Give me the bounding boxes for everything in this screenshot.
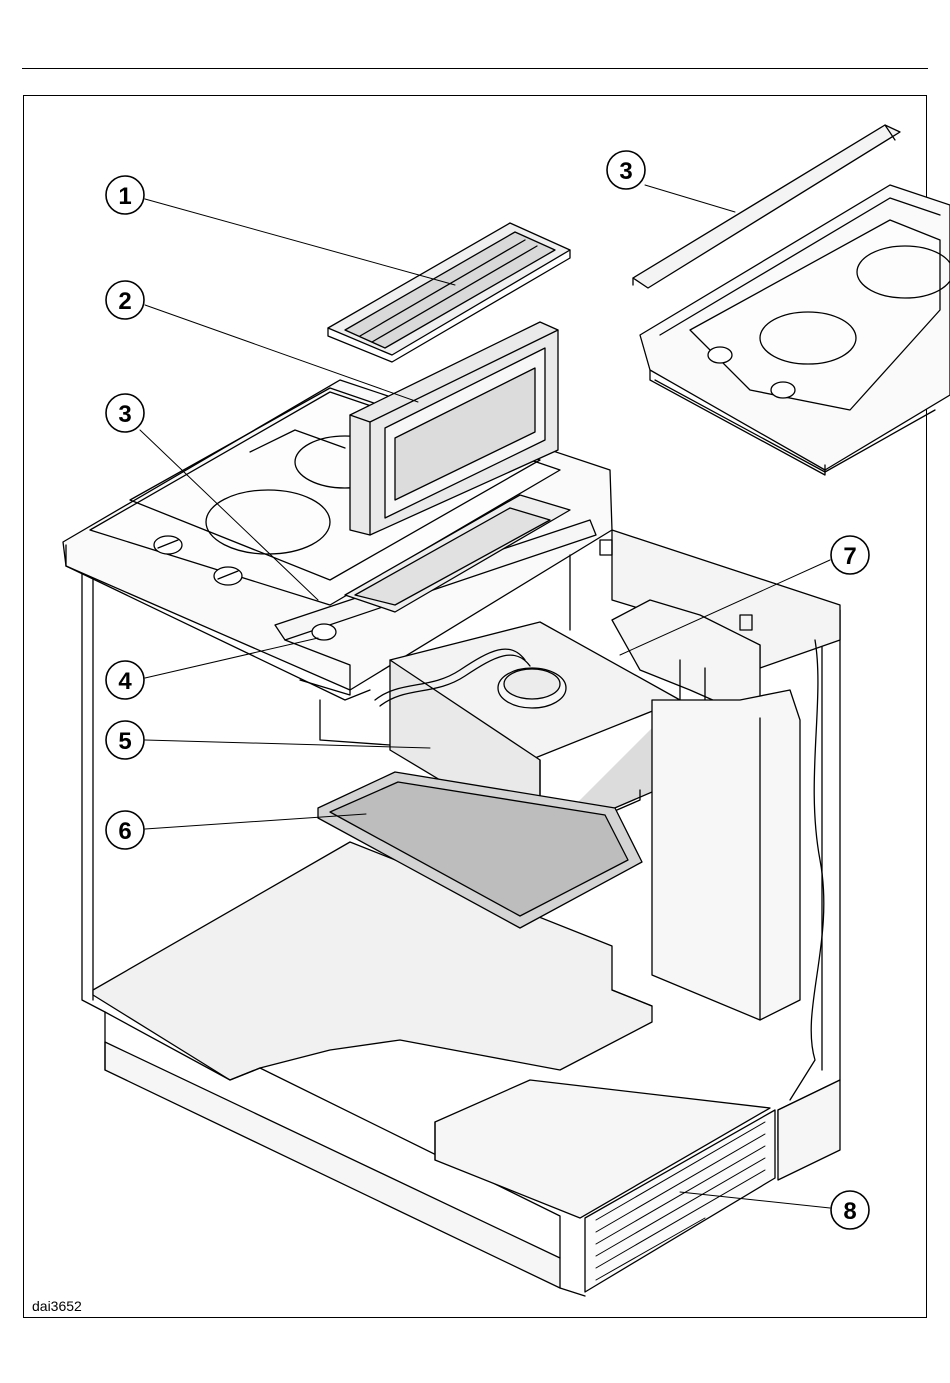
callout-3-top: 3 <box>607 151 645 189</box>
callout-6: 6 <box>106 811 144 849</box>
plinth-fan-unit <box>435 1080 775 1292</box>
svg-text:6: 6 <box>118 818 131 845</box>
callout-4: 4 <box>106 661 144 699</box>
leader-line-3a <box>645 185 735 212</box>
svg-text:3: 3 <box>619 158 632 185</box>
leader-line-1 <box>145 199 455 285</box>
callout-8: 8 <box>831 1191 869 1229</box>
hob-knob-right <box>214 567 242 585</box>
svg-text:8: 8 <box>843 1198 856 1225</box>
leader-line-5 <box>145 740 430 748</box>
svg-text:5: 5 <box>118 728 131 755</box>
svg-text:2: 2 <box>118 288 131 315</box>
callout-1: 1 <box>106 176 144 214</box>
figure-id: dai3652 <box>32 1298 82 1314</box>
downdraft-knob <box>312 624 336 640</box>
svg-text:3: 3 <box>118 401 131 428</box>
callout-7: 7 <box>831 536 869 574</box>
svg-text:1: 1 <box>118 183 131 210</box>
hob-knob-left <box>154 536 182 554</box>
callout-3-left: 3 <box>106 394 144 432</box>
svg-text:4: 4 <box>118 668 132 695</box>
callout-5: 5 <box>106 721 144 759</box>
svg-text:7: 7 <box>843 543 856 570</box>
callout-2: 2 <box>106 281 144 319</box>
second-hob <box>640 185 950 475</box>
